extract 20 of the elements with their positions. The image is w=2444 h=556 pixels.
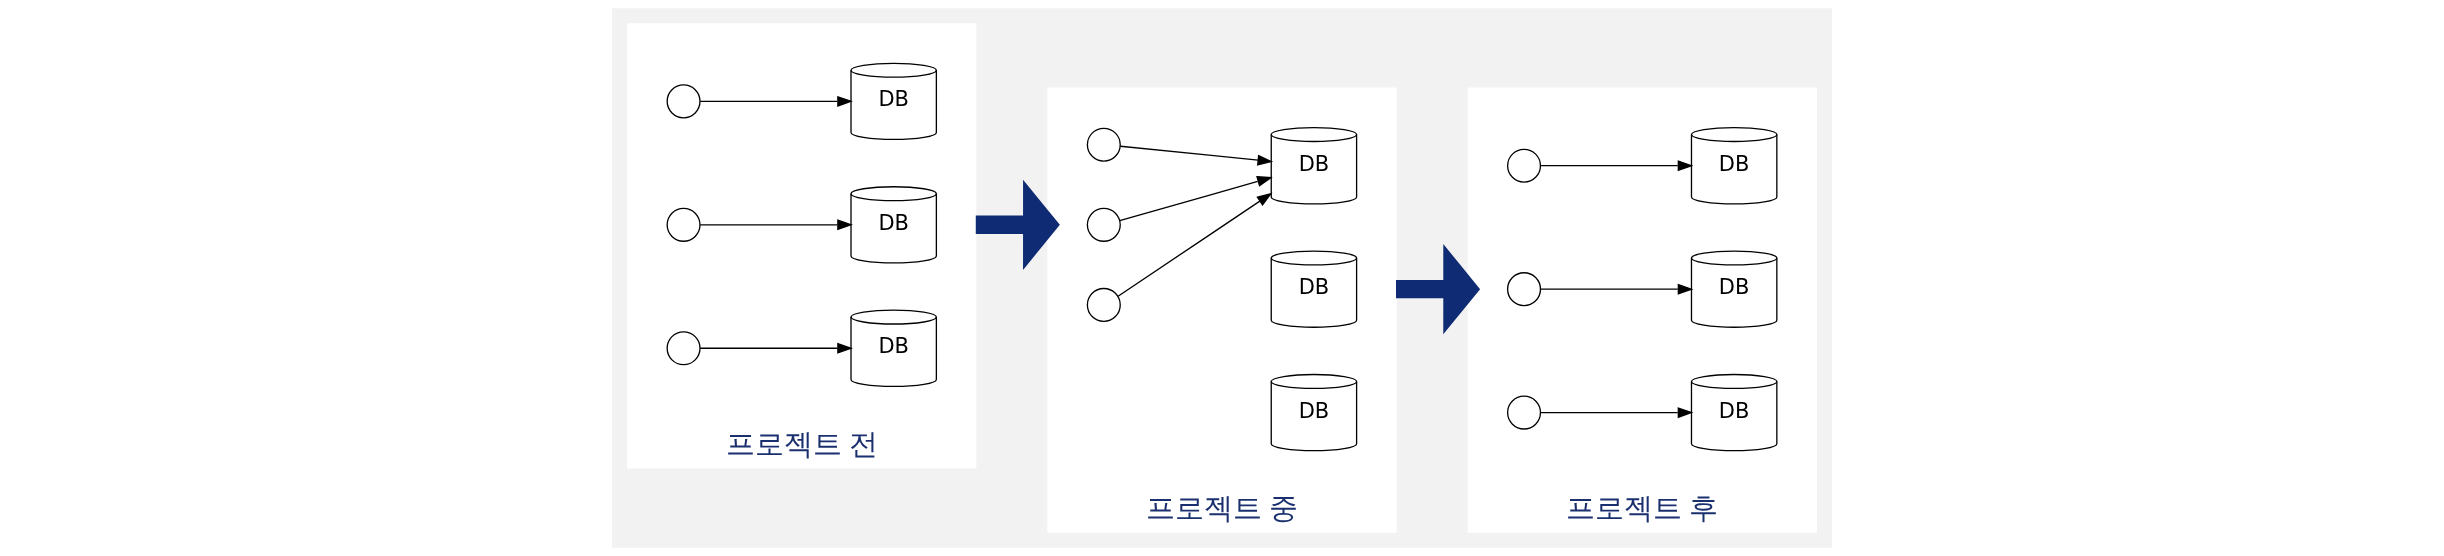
- arrow: [699, 342, 853, 354]
- node-person: [666, 331, 701, 366]
- arrow: [699, 219, 853, 231]
- node-person: [666, 207, 701, 242]
- arrow: [975, 179, 1060, 270]
- arrow: [699, 95, 853, 107]
- node-person: [1086, 127, 1121, 162]
- arrow: [1117, 192, 1273, 297]
- node-person: [666, 84, 701, 119]
- node-person: [1086, 287, 1121, 322]
- arrow: [1539, 407, 1694, 419]
- arrow: [1539, 283, 1694, 295]
- node-person: [1506, 272, 1542, 307]
- arrow: [1119, 145, 1274, 166]
- node-person: [1086, 207, 1121, 242]
- node-person: [1506, 395, 1542, 430]
- arrow: [1539, 160, 1694, 172]
- arrow: [1396, 244, 1481, 335]
- arrow: [1119, 176, 1273, 222]
- node-person: [1506, 148, 1542, 183]
